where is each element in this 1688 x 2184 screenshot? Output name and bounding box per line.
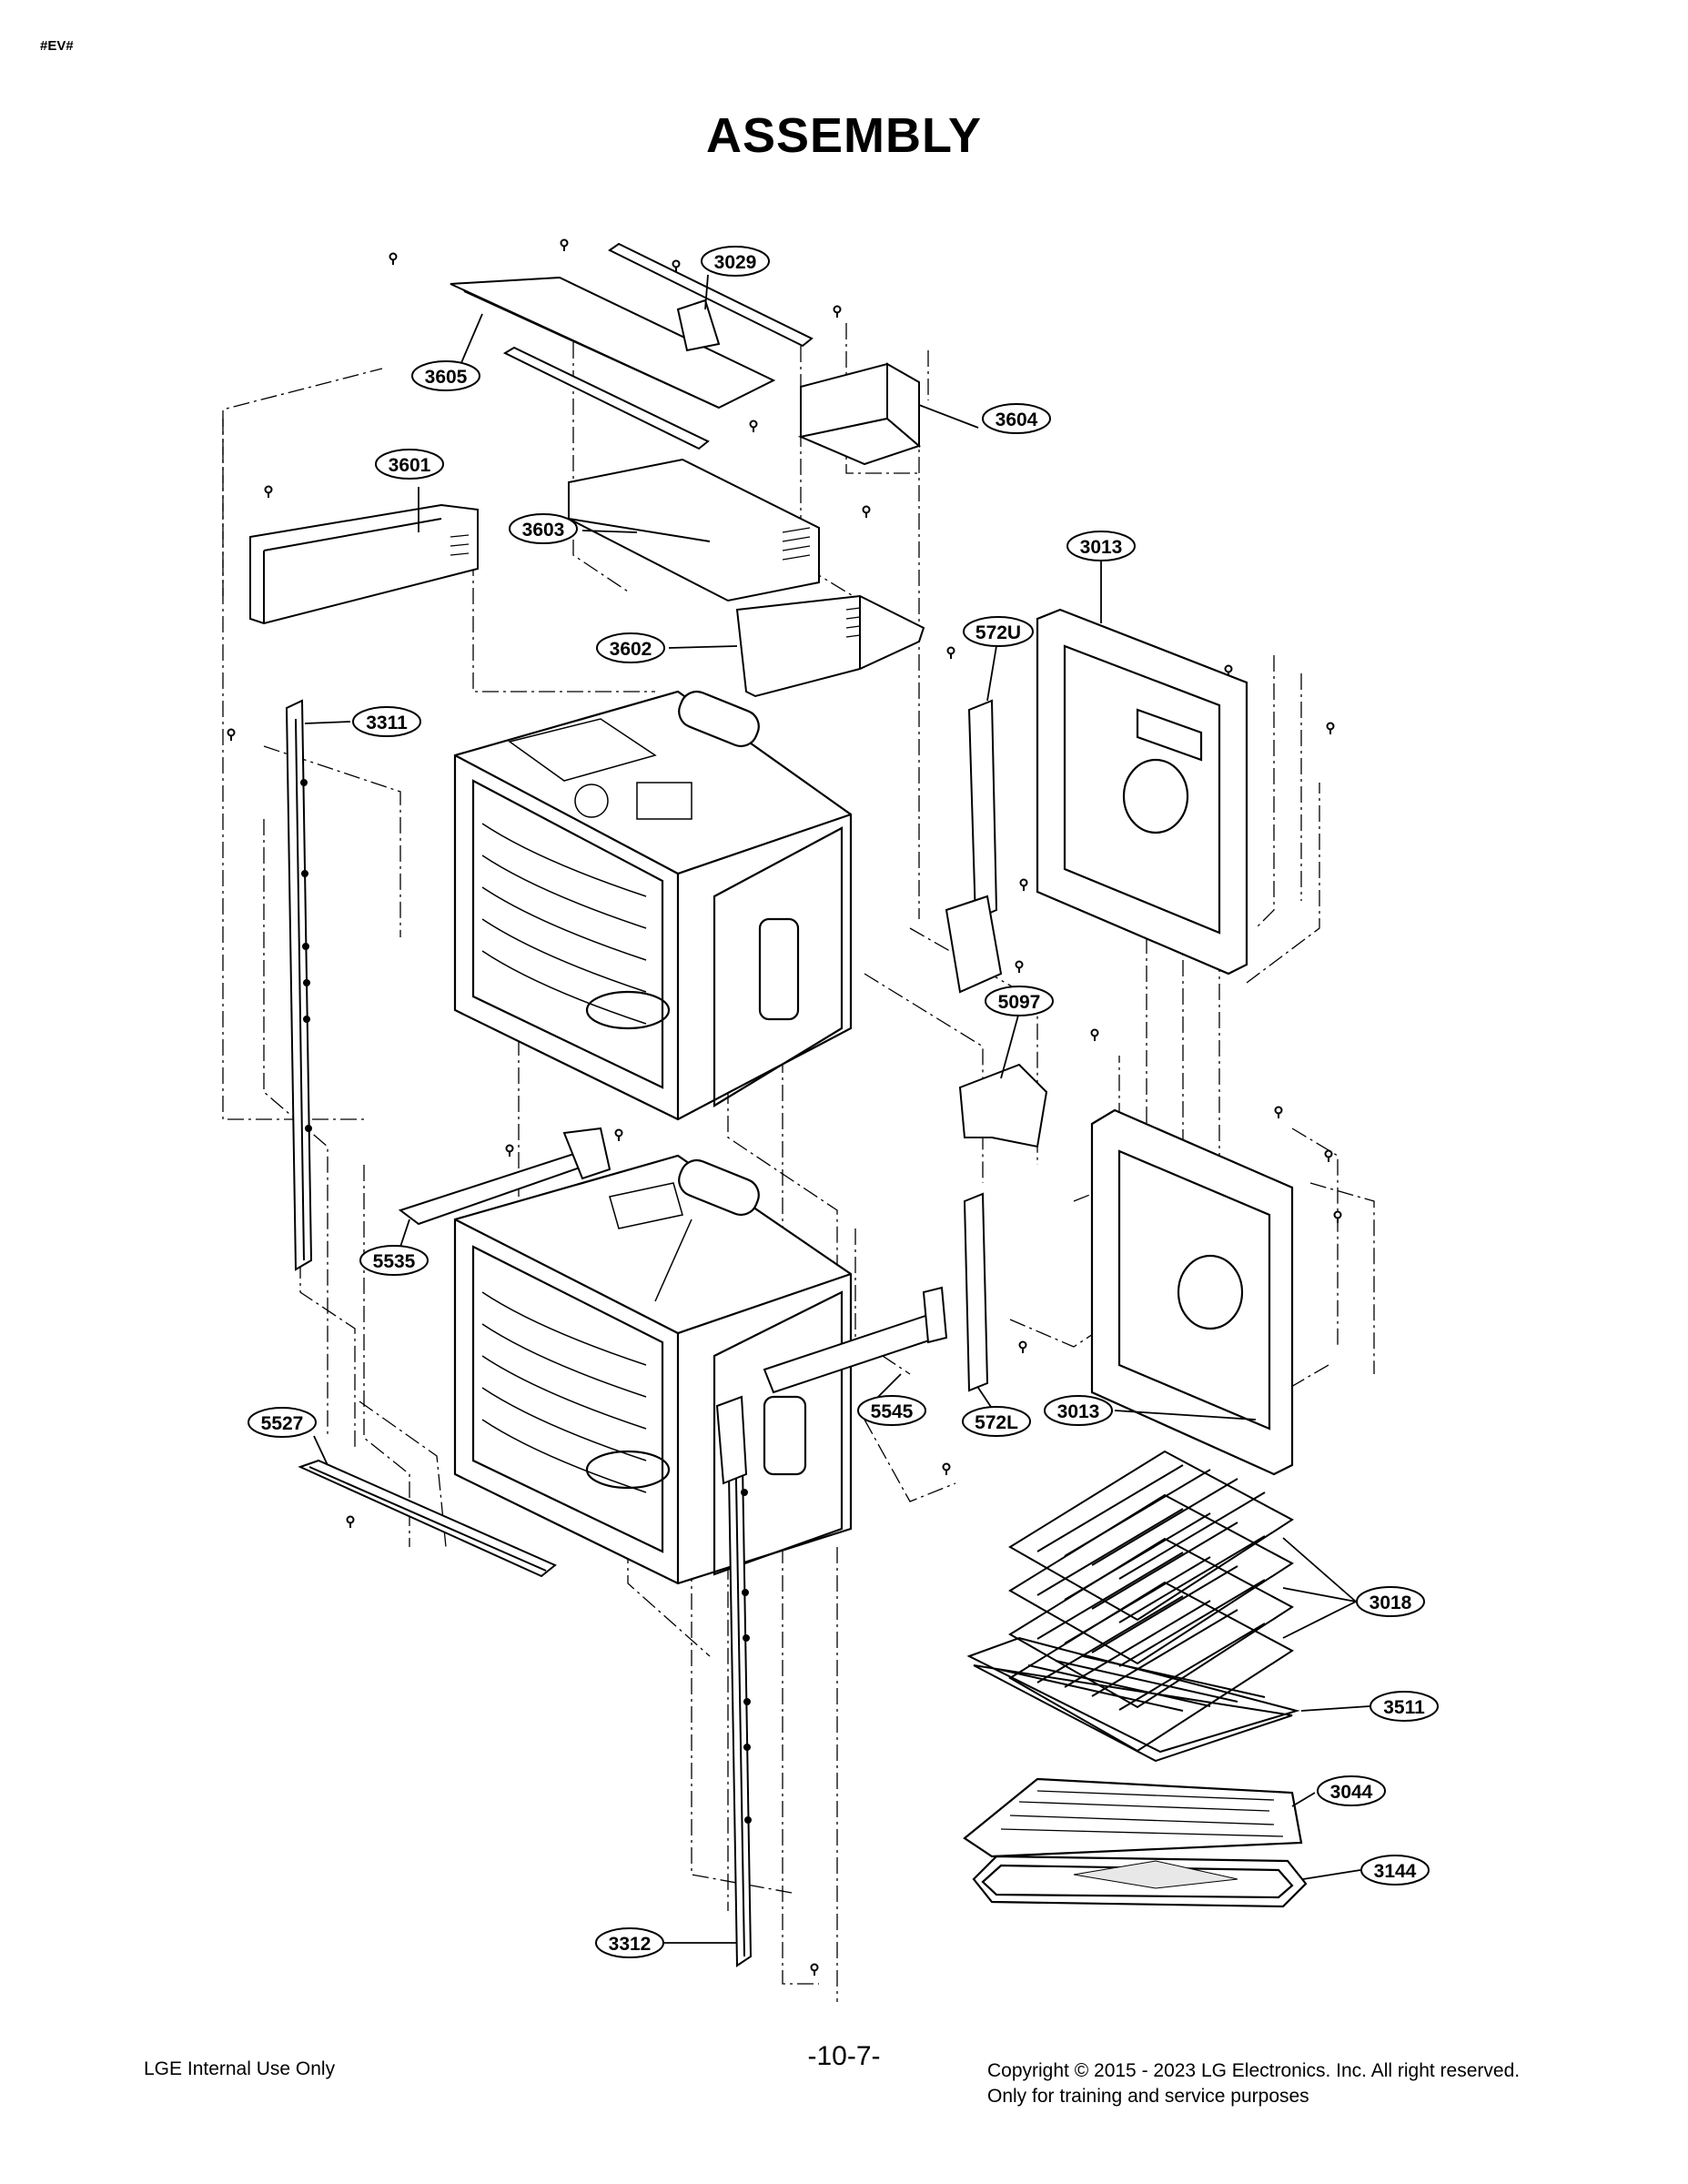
svg-text:5097: 5097 bbox=[998, 992, 1041, 1013]
bracket-5545 bbox=[763, 1286, 948, 1394]
callout-3044: 3044 bbox=[1317, 1775, 1386, 1806]
top-cover-3605 bbox=[450, 276, 776, 410]
svg-text:572U: 572U bbox=[975, 622, 1021, 643]
svg-text:3144: 3144 bbox=[1374, 1861, 1417, 1882]
glide-rack-3511 bbox=[966, 1636, 1300, 1763]
rail-5535 bbox=[398, 1127, 612, 1226]
bracket-lower-door-control bbox=[715, 1395, 748, 1485]
callout-3511: 3511 bbox=[1370, 1691, 1439, 1722]
callout-3601: 3601 bbox=[375, 449, 444, 480]
panel-3601 bbox=[249, 503, 479, 625]
svg-text:3601: 3601 bbox=[389, 455, 431, 476]
document-tag: #EV# bbox=[40, 38, 74, 54]
callout-5535: 5535 bbox=[359, 1245, 429, 1276]
callout-5545: 5545 bbox=[857, 1395, 926, 1426]
footer-note: Only for training and service purposes bbox=[987, 2086, 1309, 2107]
svg-text:3013: 3013 bbox=[1057, 1401, 1100, 1422]
lower-fan-motor bbox=[678, 1158, 760, 1217]
callout-3311: 3311 bbox=[352, 706, 421, 737]
callout-3603: 3603 bbox=[509, 513, 578, 544]
broil-pan-3144 bbox=[972, 1855, 1308, 1908]
duct-3603 bbox=[568, 458, 820, 602]
oven-racks-3018 bbox=[1008, 1450, 1294, 1753]
bracket-upper-left-572U bbox=[945, 895, 1003, 994]
svg-text:3029: 3029 bbox=[714, 252, 757, 273]
lower-oven-cavity bbox=[453, 1154, 853, 1585]
upper-oven-cavity bbox=[453, 690, 853, 1121]
svg-text:572L: 572L bbox=[975, 1412, 1018, 1433]
callout-3312: 3312 bbox=[595, 1927, 664, 1958]
side-panel-3013-lower bbox=[1090, 1108, 1294, 1476]
callout-3604: 3604 bbox=[982, 403, 1051, 434]
svg-text:3311: 3311 bbox=[366, 713, 408, 733]
broil-pan-grid-3044 bbox=[963, 1777, 1303, 1858]
footer-copyright-block: Copyright © 2015 - 2023 LG Electronics. … bbox=[987, 2058, 1520, 2109]
svg-text:3603: 3603 bbox=[522, 520, 565, 541]
svg-text:5527: 5527 bbox=[261, 1413, 304, 1434]
bracket-3029 bbox=[676, 298, 721, 352]
callout-3013-lower: 3013 bbox=[1044, 1395, 1113, 1426]
upper-top-components bbox=[508, 718, 692, 820]
callout-5527: 5527 bbox=[248, 1407, 317, 1438]
box-3604 bbox=[797, 362, 921, 466]
svg-text:3018: 3018 bbox=[1370, 1592, 1412, 1613]
callout-3013-upper: 3013 bbox=[1066, 531, 1136, 561]
callout-5097: 5097 bbox=[985, 986, 1054, 1016]
callout-3605: 3605 bbox=[411, 360, 480, 391]
footer-internal-use: LGE Internal Use Only bbox=[144, 2058, 336, 2079]
svg-text:3511: 3511 bbox=[1383, 1697, 1425, 1718]
screw-icons bbox=[227, 238, 1342, 1977]
svg-text:3044: 3044 bbox=[1330, 1782, 1373, 1803]
lower-door-frame bbox=[713, 1290, 844, 1576]
callout-3144: 3144 bbox=[1360, 1855, 1430, 1886]
callout-3029: 3029 bbox=[701, 246, 770, 277]
trim-5527 bbox=[298, 1459, 557, 1578]
bracket-5097 bbox=[958, 1063, 1048, 1148]
trim-3311 bbox=[285, 699, 313, 1271]
svg-text:3013: 3013 bbox=[1080, 537, 1123, 558]
callout-3602: 3602 bbox=[596, 632, 665, 663]
svg-text:3604: 3604 bbox=[996, 410, 1038, 430]
callout-leader-lines bbox=[304, 274, 1370, 1944]
svg-text:3312: 3312 bbox=[609, 1934, 652, 1955]
callout-572U: 572U bbox=[963, 616, 1034, 647]
lower-top-components bbox=[609, 1182, 692, 1302]
svg-text:5535: 5535 bbox=[373, 1251, 416, 1272]
trim-572U bbox=[967, 699, 998, 921]
top-rail-back bbox=[502, 346, 710, 450]
upper-door-frame bbox=[713, 826, 844, 1107]
svg-text:3605: 3605 bbox=[425, 367, 468, 388]
upper-fan-motor bbox=[678, 690, 760, 748]
callout-3018: 3018 bbox=[1356, 1586, 1425, 1617]
page-number: -10-7- bbox=[807, 2041, 881, 2071]
trim-572L bbox=[963, 1192, 989, 1392]
page-title: ASSEMBLY bbox=[705, 108, 983, 163]
svg-text:5545: 5545 bbox=[871, 1401, 914, 1422]
bracket-3602 bbox=[735, 594, 925, 698]
top-rail-front bbox=[608, 242, 814, 348]
svg-text:3602: 3602 bbox=[610, 639, 652, 660]
callout-572L: 572L bbox=[962, 1406, 1031, 1437]
footer-copyright: Copyright © 2015 - 2023 LG Electronics. … bbox=[987, 2060, 1521, 2081]
side-panel-3013-upper bbox=[1036, 608, 1248, 976]
